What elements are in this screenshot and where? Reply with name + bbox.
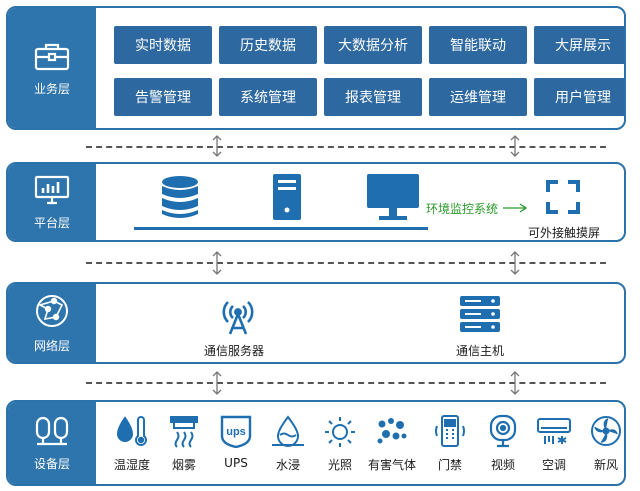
business-layer-header: 业务层 <box>8 8 96 128</box>
device-air-conditioner[interactable]: 空调 <box>526 414 582 473</box>
layer-divider <box>86 146 606 148</box>
network-layer-label: 网络层 <box>33 338 70 353</box>
smart-linkage-button[interactable]: 智能联动 <box>429 26 527 64</box>
fresh-air-fan-icon <box>588 414 624 452</box>
camera-icon <box>485 414 521 452</box>
device-label: 视频 <box>490 458 515 472</box>
business-layer: 业务层 实时数据 历史数据 大数据分析 智能联动 大屏展示 告警管理 系统管理 … <box>6 6 626 130</box>
bidirectional-arrow-icon <box>510 371 520 395</box>
device-label: 温湿度 <box>113 458 150 472</box>
device-smoke[interactable]: 烟雾 <box>156 414 212 473</box>
device-label: 空调 <box>541 458 566 472</box>
network-layer-header: 网络层 <box>8 284 96 362</box>
bidirectional-arrow-icon <box>212 251 222 275</box>
temperature-humidity-icon <box>114 414 150 452</box>
bidirectional-arrow-icon <box>212 371 222 395</box>
device-label: 新风 <box>593 458 618 472</box>
device-camera[interactable]: 视频 <box>475 414 531 473</box>
bidirectional-arrow-icon <box>212 135 222 157</box>
device-label: UPS <box>224 456 248 470</box>
operations-management-button[interactable]: 运维管理 <box>429 78 527 116</box>
device-label: 水浸 <box>275 458 300 472</box>
water-leak-icon <box>270 414 306 452</box>
comm-host-label: 通信主机 <box>456 344 505 358</box>
device-ups[interactable]: ups UPS <box>208 414 264 470</box>
device-label: 门禁 <box>437 458 462 472</box>
big-screen-display-button[interactable]: 大屏展示 <box>534 26 624 64</box>
system-management-button[interactable]: 系统管理 <box>219 78 317 116</box>
user-management-button[interactable]: 用户管理 <box>534 78 624 116</box>
server-tower-icon <box>270 172 304 226</box>
server-rack-icon <box>458 294 502 338</box>
bidirectional-arrow-icon <box>510 251 520 275</box>
device-access-control[interactable]: 门禁 <box>422 414 478 473</box>
database-icon <box>158 174 202 226</box>
monitor-chart-icon <box>33 174 71 206</box>
platform-layer-header: 平台层 <box>8 164 96 240</box>
platform-layer: 平台层 环境监控系统 <box>6 162 626 242</box>
big-data-analysis-button[interactable]: 大数据分析 <box>324 26 422 64</box>
business-button-grid: 实时数据 历史数据 大数据分析 智能联动 大屏展示 告警管理 系统管理 报表管理… <box>114 26 624 116</box>
layer-divider <box>86 262 606 264</box>
svg-text:ups: ups <box>226 426 246 438</box>
touch-screen-label: 可外接触摸屏 <box>528 226 601 240</box>
business-layer-label: 业务层 <box>33 81 70 96</box>
device-layer-header: 设备层 <box>8 402 96 484</box>
device-layer-label: 设备层 <box>33 456 70 471</box>
harmful-gas-icon <box>374 414 410 452</box>
device-light[interactable]: 光照 <box>312 414 368 473</box>
history-data-button[interactable]: 历史数据 <box>219 26 317 64</box>
computer-monitor-icon <box>363 172 423 232</box>
device-layer: 设备层 温湿度 烟雾 ups UP <box>6 400 626 486</box>
platform-bus-line <box>134 227 428 230</box>
ups-icon: ups <box>218 414 254 452</box>
report-management-button[interactable]: 报表管理 <box>324 78 422 116</box>
realtime-data-button[interactable]: 实时数据 <box>114 26 212 64</box>
device-fresh-air[interactable]: 新风 <box>578 414 624 473</box>
radio-tower-icon <box>216 292 260 340</box>
network-layer: 网络层 通信服务器 通信主机 <box>6 282 626 364</box>
sensor-icon <box>33 415 71 447</box>
briefcase-icon <box>33 40 71 72</box>
device-label: 光照 <box>327 458 352 472</box>
device-label: 烟雾 <box>171 458 196 472</box>
device-harmful-gas[interactable]: 有害气体 <box>364 414 420 473</box>
arrow-right-icon <box>503 203 528 213</box>
layer-divider <box>86 382 606 384</box>
device-label: 有害气体 <box>367 458 416 472</box>
touch-screen-icon <box>544 178 582 220</box>
platform-layer-label: 平台层 <box>33 215 70 230</box>
globe-network-icon <box>34 293 70 329</box>
smoke-detector-icon <box>166 414 202 452</box>
device-water-leak[interactable]: 水浸 <box>260 414 316 473</box>
env-monitoring-system-label: 环境监控系统 <box>426 202 499 216</box>
light-icon <box>322 414 358 452</box>
alarm-management-button[interactable]: 告警管理 <box>114 78 212 116</box>
air-conditioner-icon <box>536 414 572 452</box>
device-temperature-humidity[interactable]: 温湿度 <box>104 414 160 473</box>
access-control-icon <box>432 414 468 452</box>
comm-server-label: 通信服务器 <box>204 344 265 358</box>
bidirectional-arrow-icon <box>510 135 520 157</box>
